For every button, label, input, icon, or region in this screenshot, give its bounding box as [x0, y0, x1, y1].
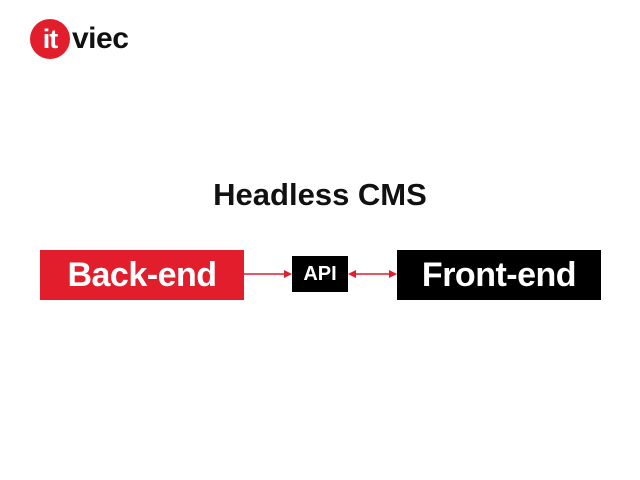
api-box: API [292, 256, 348, 292]
diagram-title: Headless CMS [213, 177, 427, 212]
frontend-box: Front-end [397, 250, 601, 300]
frontend-label: Front-end [421, 255, 577, 294]
api-label: API [303, 262, 337, 285]
backend-label: Back-end [67, 255, 217, 294]
arrow-api-frontend-bidirectional [348, 270, 397, 278]
logo-badge-text: it [42, 24, 58, 54]
logo-wordmark: viec [72, 22, 129, 55]
arrow-backend-to-api [244, 270, 292, 278]
logo-badge: it [30, 19, 70, 59]
itviec-logo[interactable]: it viec [30, 16, 129, 62]
backend-box: Back-end [40, 250, 244, 300]
